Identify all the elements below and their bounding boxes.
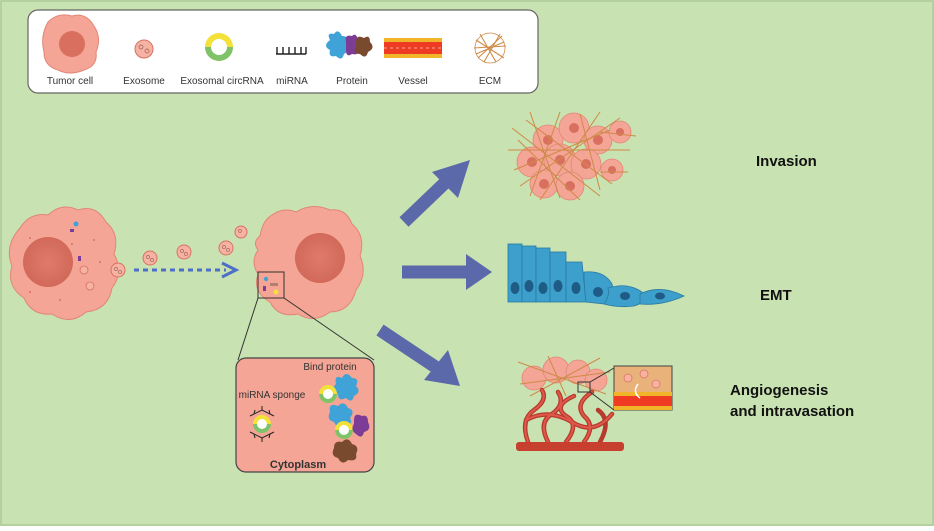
inset-circrna-top xyxy=(319,385,337,403)
outcome-invasion-label: Invasion xyxy=(756,153,817,170)
legend-tumor-cell-icon xyxy=(42,14,100,74)
donor-protein-mark xyxy=(70,229,74,232)
legend-mirna-icon xyxy=(276,47,307,55)
legend-label-vessel: Vessel xyxy=(398,76,427,87)
transfer-dashed-arrow xyxy=(134,261,240,279)
zoom-line-right xyxy=(283,297,375,361)
arrow-to-angiogenesis xyxy=(376,324,460,386)
donor-nucleus xyxy=(23,237,73,287)
vessel-inset xyxy=(613,365,673,411)
recipient-nucleus xyxy=(295,233,345,283)
inset-protein-brown xyxy=(332,439,358,463)
inset-mirna-sponge-label: miRNA sponge xyxy=(239,390,306,401)
released-exosome xyxy=(176,244,192,260)
arrow-to-invasion xyxy=(399,160,470,227)
outcome-emt-label: EMT xyxy=(760,287,792,304)
released-exosomes xyxy=(110,225,248,278)
legend-label-protein: Protein xyxy=(336,76,368,87)
angiogenesis-cluster xyxy=(516,355,624,451)
vessel-zoom-region xyxy=(577,381,591,393)
zoom-region xyxy=(257,271,285,299)
invasion-cluster xyxy=(508,111,637,201)
main-vessel xyxy=(516,442,624,451)
legend-protein-icon xyxy=(326,31,373,59)
donor-exosome-inner xyxy=(79,265,89,275)
cytoplasm-inset: Bind protein miRNA sponge Cytoplasm xyxy=(235,357,375,473)
arrow-to-emt xyxy=(402,254,492,290)
released-exosome xyxy=(234,225,248,239)
emt-cells xyxy=(507,243,685,308)
donor-protein-dot xyxy=(73,221,79,227)
legend-label-exosomal-circrna: Exosomal circRNA xyxy=(180,76,264,87)
legend-label-exosome: Exosome xyxy=(123,76,165,87)
inset-circrna-sponge xyxy=(249,406,275,442)
inset-protein-blue xyxy=(333,374,359,401)
donor-protein-mark-2 xyxy=(78,256,81,261)
legend-vessel-icon xyxy=(384,38,442,58)
inset-cytoplasm-label: Cytoplasm xyxy=(270,459,326,471)
inset-protein-purple xyxy=(352,414,370,437)
inset-bind-protein-label: Bind protein xyxy=(303,362,356,373)
donor-tumor-cell xyxy=(8,206,119,320)
donor-exosome-inner-2 xyxy=(85,281,95,291)
zoom-line-left xyxy=(237,297,259,361)
released-exosome xyxy=(110,262,126,278)
legend-ecm-icon xyxy=(473,32,507,64)
legend-label-tumor-cell: Tumor cell xyxy=(47,76,93,87)
released-exosome xyxy=(218,240,234,256)
inset-circrna-bottom xyxy=(335,421,353,439)
legend-exosome-icon xyxy=(134,39,154,59)
legend-label-mirna: miRNA xyxy=(276,76,308,87)
inset-protein-blue-2 xyxy=(328,403,353,427)
released-exosome xyxy=(142,250,158,266)
legend-label-ecm: ECM xyxy=(479,76,501,87)
recipient-tumor-cell xyxy=(253,206,364,319)
legend-box: Tumor cell Exosome Exosomal circRNA miRN… xyxy=(27,9,539,94)
outcome-angiogenesis-line2: and intravasation xyxy=(730,403,854,420)
outcome-angiogenesis-line1: Angiogenesis xyxy=(730,382,828,399)
legend-circrna-icon xyxy=(205,33,233,61)
